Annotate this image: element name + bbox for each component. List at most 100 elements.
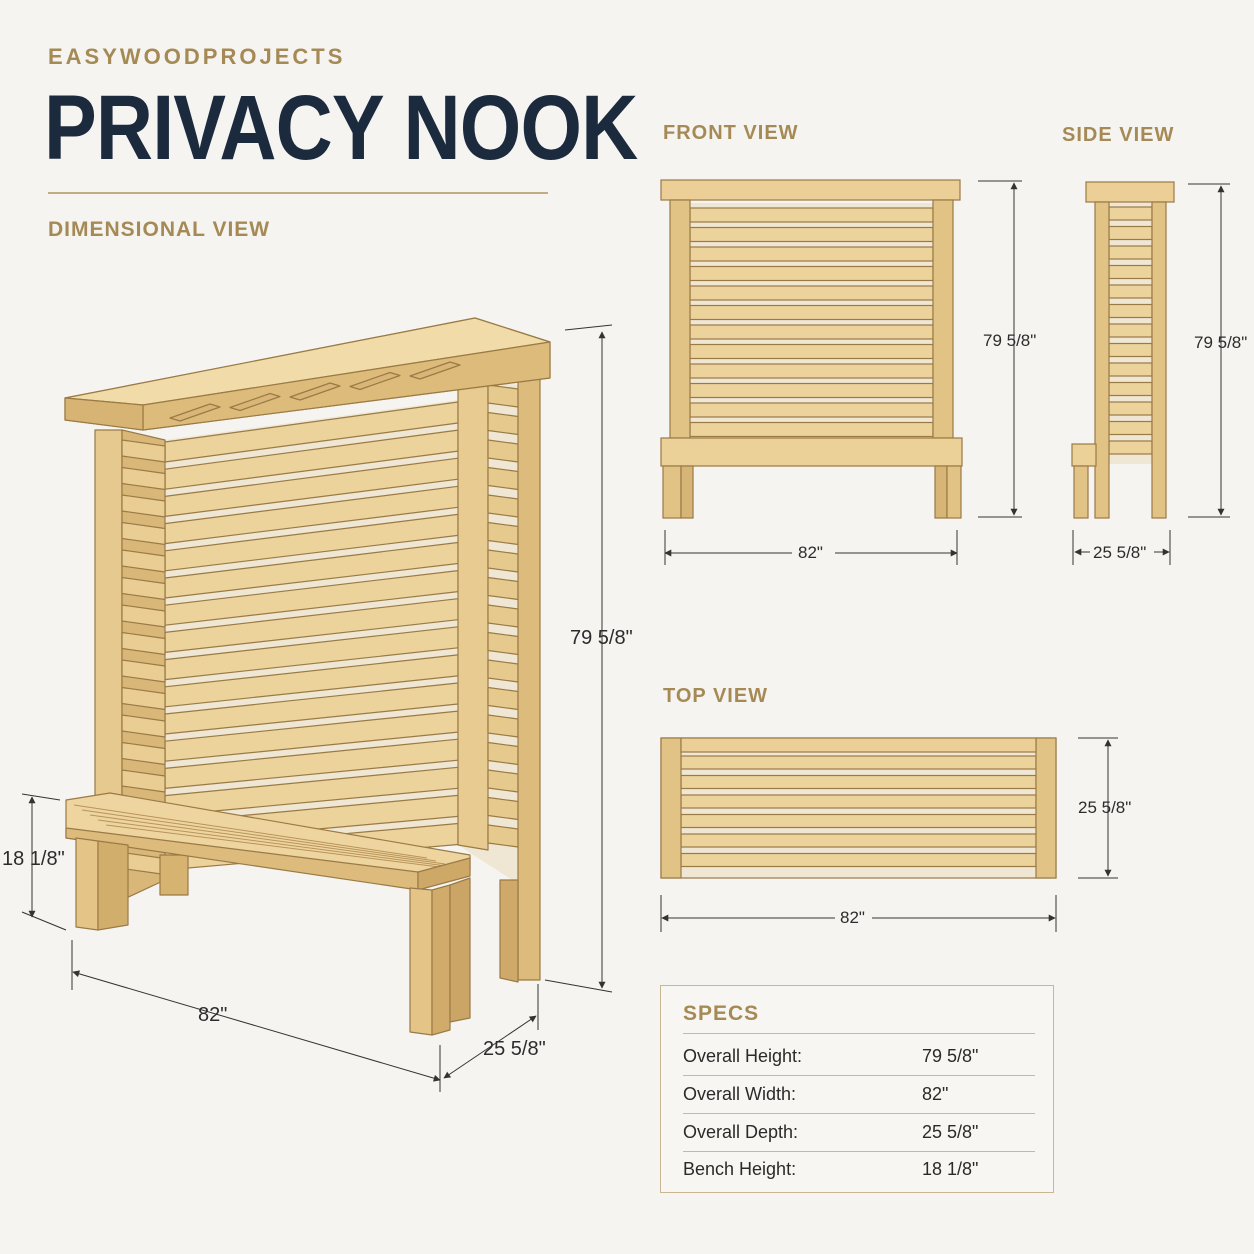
right-slat [487,466,519,491]
front-slat [689,265,934,282]
side-view-label: SIDE VIEW [1062,124,1175,146]
side-slat [1108,440,1153,455]
front-slat [689,343,934,360]
front-slat [689,285,934,301]
rafter [349,371,401,391]
front-top-beam [660,179,961,201]
side-view [1071,181,1175,519]
right-slat [487,604,519,628]
left-slat [121,576,166,601]
spec-value: 82" [922,1084,949,1104]
rafter [229,392,281,412]
front-slat [689,402,934,418]
specs-panel: SPECS Overall Height: 79 5/8" Overall Wi… [660,985,1054,1193]
left-slat [121,714,166,738]
top-slat [680,852,1037,868]
left-slat [121,466,166,491]
right-slat [487,384,519,408]
right-slat [487,494,519,518]
side-slat [1108,245,1153,260]
front-dimension-lines [664,180,1022,565]
side-slat [1108,420,1153,436]
front-slat [689,363,934,379]
side-slat [1108,206,1153,221]
top-dimension-lines [660,737,1118,932]
spec-label: Overall Height: [683,1046,803,1066]
top-view-label: TOP VIEW [663,685,769,707]
left-slat [121,631,166,656]
left-slat [121,741,166,766]
right-slat [487,769,519,793]
right-slat [487,631,519,656]
spec-value: 79 5/8" [922,1046,979,1066]
front-bench [660,437,963,467]
right-slat [487,549,519,573]
front-height-label: 79 5/8" [983,331,1037,350]
right-side-slats [487,384,519,848]
isometric-dimension-lines [21,324,613,1092]
rafter [409,361,461,380]
isometric-view [64,317,551,1036]
right-slat [487,796,519,821]
top-slats [680,755,1037,868]
left-slat [121,604,166,628]
side-depth-label: 25 5/8" [1093,543,1147,562]
page-title: PRIVACY NOOK [44,77,638,179]
side-slat [1108,225,1153,241]
front-slat [689,421,934,438]
spec-row-depth: Overall Depth: 25 5/8" [683,1114,1035,1151]
side-slat [1108,323,1153,338]
top-slat [680,813,1037,829]
right-inner-post [457,371,489,851]
spec-row-divider [683,1151,1035,1152]
left-slat [121,659,166,683]
front-slat [689,304,934,321]
spec-value: 25 5/8" [922,1122,979,1142]
bench-leg-right [409,887,433,1036]
left-slat [121,549,166,573]
top-rafters [169,361,461,422]
iso-depth-label: 25 5/8" [483,1038,546,1060]
right-slat [487,714,519,738]
dimensional-view-label: DIMENSIONAL VIEW [48,218,271,241]
front-slat [689,324,934,340]
right-slat [487,741,519,766]
top-slat [680,794,1037,809]
front-slat [689,246,934,262]
front-slat [689,382,934,399]
top-slat [680,774,1037,790]
left-slat [121,494,166,518]
specs-divider [683,1033,1035,1034]
iso-width-label: 82" [198,1004,228,1026]
side-slat [1108,401,1153,416]
side-slat [1108,264,1153,280]
specs-title: SPECS [683,1002,760,1025]
left-slat [121,521,166,546]
iso-height-label: 79 5/8" [570,627,633,649]
rafter [169,403,221,422]
side-slats [1108,206,1153,455]
top-width-label: 82" [840,908,865,927]
right-slat [487,576,519,601]
side-slat [1108,362,1153,377]
spec-row-width: Overall Width: 82" [683,1076,1035,1113]
right-slat [487,824,519,848]
front-width-label: 82" [798,543,823,562]
title-divider [48,192,548,194]
front-view [660,179,963,519]
spec-label: Bench Height: [683,1159,797,1179]
side-height-label: 79 5/8" [1194,333,1248,352]
front-slat [689,207,934,223]
front-view-label: FRONT VIEW [663,122,799,144]
front-slat [689,226,934,243]
spec-row-bench-height: Bench Height: 18 1/8" [683,1151,1035,1188]
side-slat [1108,381,1153,397]
brand-name: EASYWOODPROJECTS [48,44,346,69]
left-slat [121,769,166,793]
right-slat [487,521,519,546]
spec-value: 18 1/8" [922,1159,979,1179]
iso-bench-height-label: 18 1/8" [2,848,65,870]
right-slat [487,659,519,683]
right-front-post [517,377,541,981]
